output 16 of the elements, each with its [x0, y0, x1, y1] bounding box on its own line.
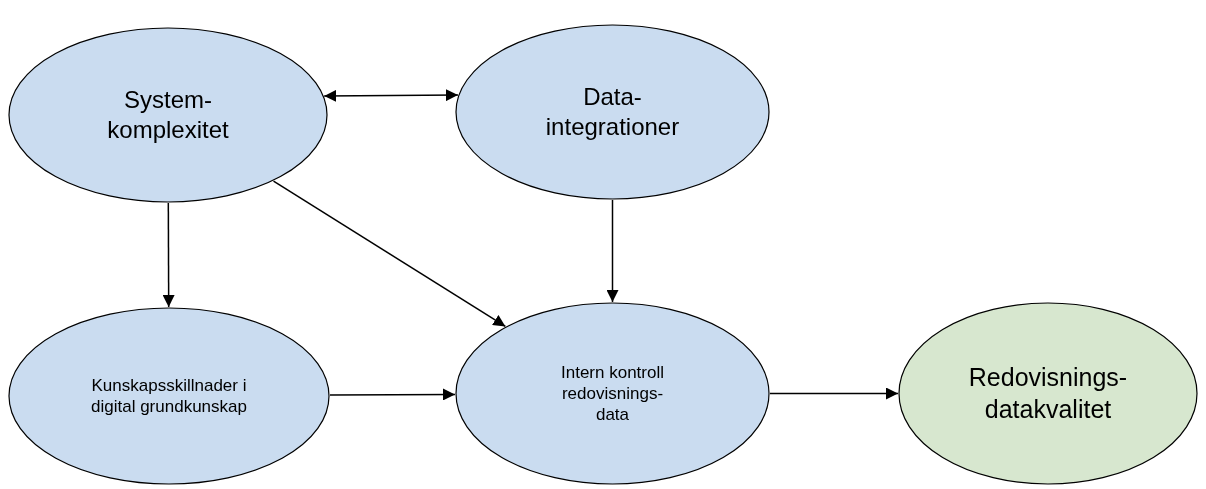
node-label: Intern kontroll redovisnings- data	[560, 361, 665, 426]
ellipse-node	[8, 307, 330, 485]
arrow	[162, 202, 175, 308]
node-label: Redovisnings- datakvalitet	[967, 362, 1129, 425]
node-label: System- komplexitet	[106, 85, 230, 145]
ellipse-node	[455, 302, 770, 485]
node-label: Kunskapsskillnader i digital grundkunskap	[90, 374, 248, 418]
arrow	[323, 89, 459, 102]
ellipse-node	[8, 27, 328, 203]
arrow	[329, 388, 456, 401]
node-label: Data- integrationer	[544, 82, 681, 142]
arrow	[769, 387, 899, 400]
ellipse-node	[898, 302, 1198, 485]
arrow	[272, 180, 507, 328]
ellipse-node	[455, 24, 770, 200]
arrow	[606, 199, 619, 303]
